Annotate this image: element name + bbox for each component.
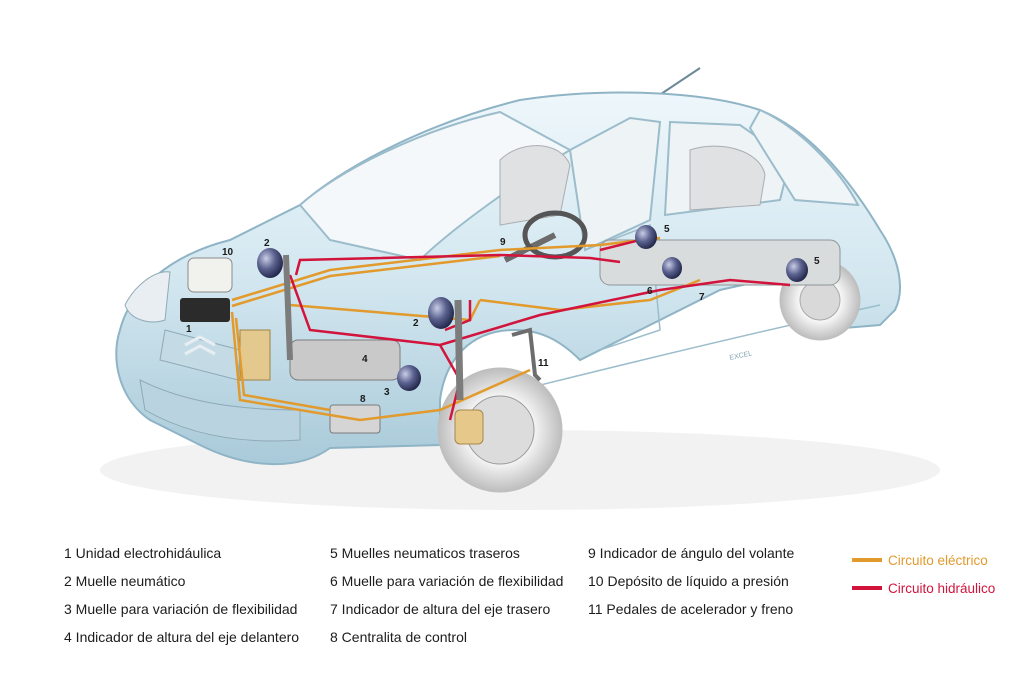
circuit-electric: Circuito eléctrico bbox=[852, 546, 995, 574]
strut-front-right bbox=[454, 299, 464, 401]
strut-front-left bbox=[283, 254, 293, 361]
steering-rack bbox=[239, 329, 271, 381]
legend-item: 6 Muelle para variación de flexibilidad bbox=[330, 573, 564, 589]
legend-item: 1 Unidad electrohidáulica bbox=[64, 545, 222, 561]
callout-8: 8 bbox=[360, 394, 366, 405]
legend-item: 10 Depósito de líquido a presión bbox=[588, 573, 789, 589]
brake-caliper bbox=[454, 409, 484, 445]
car-suspension-illustration: 1 2 2 3 4 5 5 6 7 8 9 10 11 EXCEL bbox=[100, 67, 940, 510]
flexibility-spring-rear bbox=[662, 257, 682, 279]
circuit-legend: Circuito eléctrico Circuito hidráulico bbox=[852, 546, 995, 602]
legend-item: 8 Centralita de control bbox=[330, 629, 467, 645]
callout-5-rear-left: 5 bbox=[664, 224, 670, 235]
pedals bbox=[511, 327, 542, 382]
legend-item: 7 Indicador de altura del eje trasero bbox=[330, 601, 551, 617]
hydraulic-swatch bbox=[852, 586, 882, 590]
legend-column-1: 1 Unidad electrohidáulica 2 Muelle neumá… bbox=[64, 544, 299, 656]
circuit-hydraulic: Circuito hidráulico bbox=[852, 574, 995, 602]
legend-column-2: 5 Muelles neumaticos traseros 6 Muelle p… bbox=[330, 544, 563, 656]
callout-7: 7 bbox=[699, 292, 705, 303]
pressure-reservoir bbox=[187, 257, 233, 293]
legend-item: 11 Pedales de acelerador y freno bbox=[588, 601, 794, 617]
hydraulic-label: Circuito hidráulico bbox=[888, 580, 996, 596]
callout-11: 11 bbox=[538, 358, 549, 369]
callout-2-front-left: 2 bbox=[264, 238, 270, 249]
rear-window bbox=[748, 108, 860, 207]
front-seat bbox=[499, 145, 571, 226]
callout-10: 10 bbox=[222, 247, 234, 258]
antenna bbox=[657, 67, 701, 97]
callout-5-rear-right: 5 bbox=[814, 256, 820, 267]
flexibility-spring-front bbox=[397, 365, 421, 391]
air-spring-front-left bbox=[257, 248, 283, 278]
callout-4: 4 bbox=[362, 354, 368, 365]
citroen-chevrons bbox=[184, 335, 216, 356]
front-bumper bbox=[139, 379, 301, 442]
electric-label: Circuito eléctrico bbox=[888, 552, 988, 568]
callout-1: 1 bbox=[186, 324, 192, 335]
callout-6: 6 bbox=[647, 286, 653, 297]
callout-3: 3 bbox=[384, 387, 390, 398]
electric-circuit-lines bbox=[230, 236, 701, 422]
legend-item: 5 Muelles neumaticos traseros bbox=[330, 545, 520, 561]
air-spring-front-right bbox=[428, 297, 454, 329]
air-spring-rear-right bbox=[786, 258, 808, 282]
rear-brake-disc bbox=[799, 279, 841, 321]
rear-axle bbox=[599, 239, 841, 286]
electrohydraulic-unit bbox=[180, 298, 230, 322]
rear-seat bbox=[689, 145, 766, 211]
legend-item: 3 Muelle para variación de flexibilidad bbox=[64, 601, 298, 617]
front-subframe bbox=[289, 339, 401, 381]
legend-item: 9 Indicador de ángulo del volante bbox=[588, 545, 795, 561]
legend-item: 2 Muelle neumático bbox=[64, 573, 186, 589]
legend-column-3: 9 Indicador de ángulo del volante 10 Dep… bbox=[588, 544, 794, 628]
callout-2-front-right: 2 bbox=[413, 318, 419, 329]
legend-item: 4 Indicador de altura del eje delantero bbox=[64, 629, 300, 645]
air-spring-rear-left bbox=[635, 225, 657, 249]
side-badge: EXCEL bbox=[729, 350, 753, 362]
callout-9: 9 bbox=[500, 237, 506, 248]
headlight bbox=[124, 271, 171, 323]
electric-swatch bbox=[852, 558, 882, 562]
